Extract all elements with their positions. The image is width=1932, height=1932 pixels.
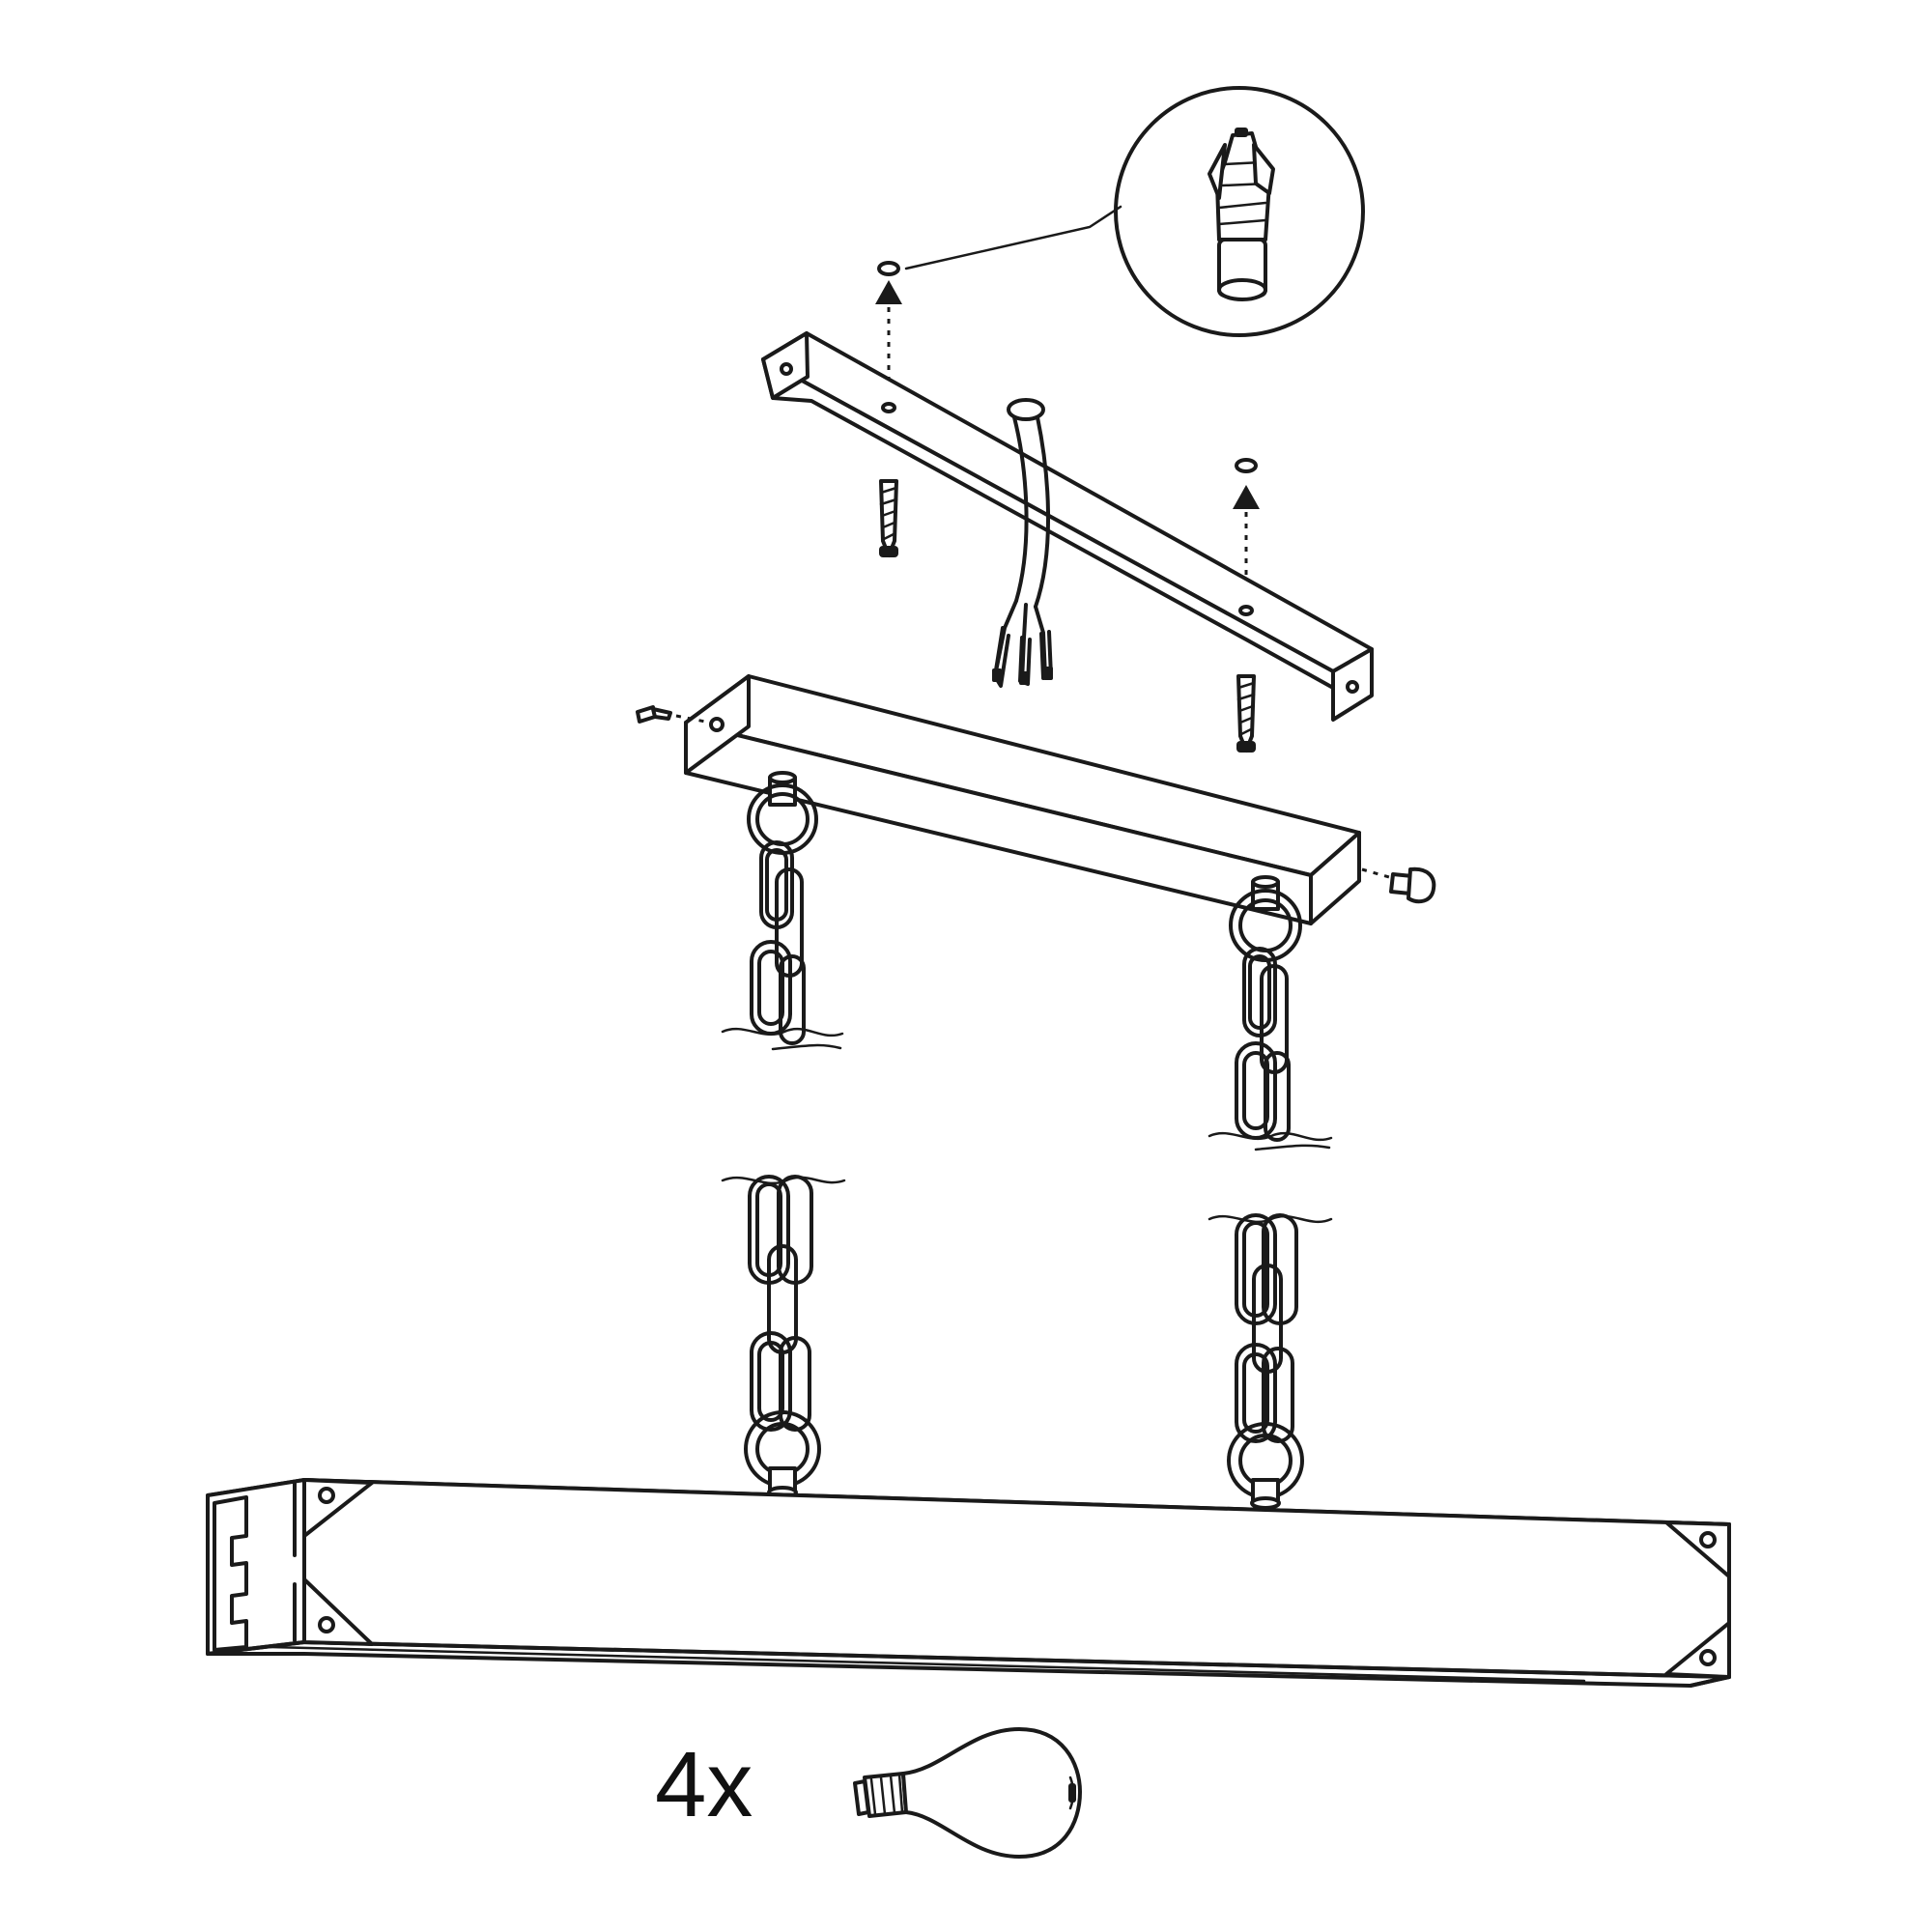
wall-plug-detail	[904, 86, 1365, 337]
canopy-box	[684, 674, 1361, 925]
ceiling-mounting-bracket	[761, 331, 1374, 722]
lamp-beam	[206, 1478, 1731, 1688]
wood-screw-right	[1236, 674, 1256, 753]
chain-left-lower	[721, 1175, 846, 1499]
wall-plug-icon	[1208, 128, 1275, 301]
wood-screw-left	[879, 479, 898, 557]
power-cable	[992, 398, 1053, 688]
bulb-quantity-label: 4x	[655, 1733, 753, 1836]
side-screw-right	[1361, 867, 1436, 904]
chain-right-lower	[1208, 1213, 1333, 1510]
chain-left-upper	[721, 771, 844, 1051]
light-bulb-icon	[853, 1727, 1082, 1859]
side-screw-left	[636, 705, 706, 724]
chain-right-upper	[1208, 875, 1333, 1151]
drill-hole-left	[875, 261, 902, 425]
